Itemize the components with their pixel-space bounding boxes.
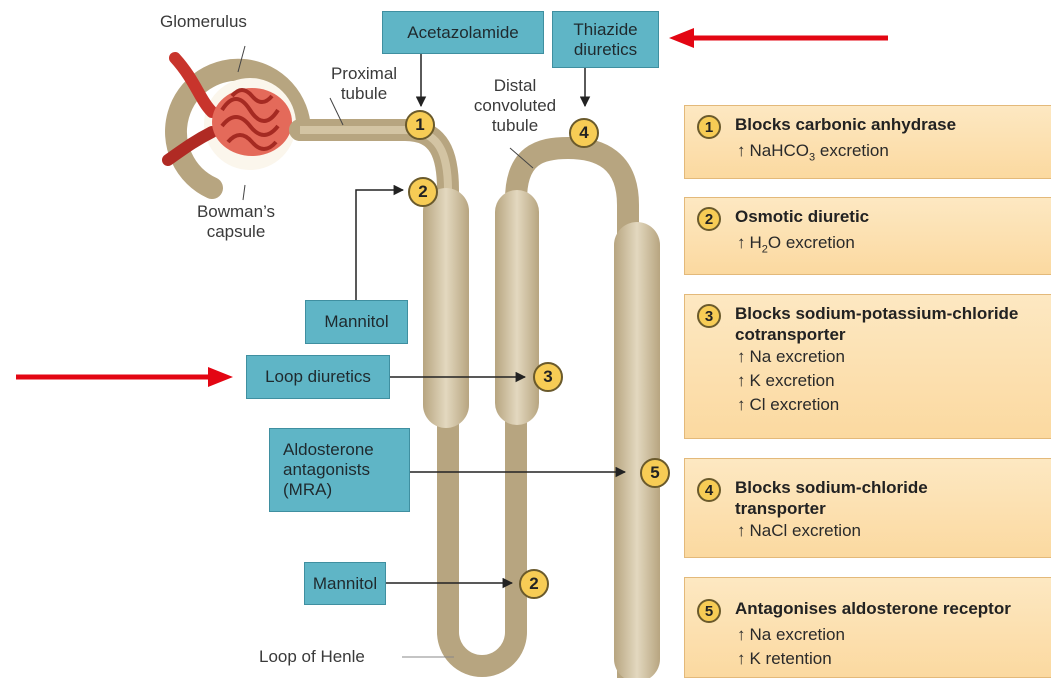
up-arrow-icon: ↑ <box>737 649 746 668</box>
site-badge-5: 5 <box>640 458 670 488</box>
mannitol-top-text: Mannitol <box>324 312 388 332</box>
mannitol-top-box: Mannitol <box>305 300 408 344</box>
up-arrow-icon: ↑ <box>737 347 746 366</box>
panel-1-title: Blocks carbonic anhydrase <box>735 114 956 135</box>
panel-5-effect-na: ↑Na excretion <box>737 623 1051 647</box>
mechanism-panel-5: 5 Antagonises aldosterone receptor ↑Na e… <box>684 577 1051 678</box>
panel-3-effect-k: ↑K excretion <box>737 369 1051 393</box>
panel-3-effect-na: ↑Na excretion <box>737 345 1051 369</box>
up-arrow-icon: ↑ <box>737 625 746 644</box>
site-badge-2-top: 2 <box>408 177 438 207</box>
loop-diuretics-text: Loop diuretics <box>265 367 371 387</box>
glomerulus-label: Glomerulus <box>160 12 247 32</box>
panel-2-title: Osmotic diuretic <box>735 206 869 227</box>
bowmans-capsule-label: Bowman’s capsule <box>188 202 284 242</box>
up-arrow-icon: ↑ <box>737 395 746 414</box>
mechanism-panel-2: 2 Osmotic diuretic ↑H2O excretion <box>684 197 1051 275</box>
panel-3-number: 3 <box>697 304 721 328</box>
thiazide-text: Thiazide diuretics <box>553 20 658 60</box>
mannitol-bottom-box: Mannitol <box>304 562 386 605</box>
panel-2-number: 2 <box>697 207 721 231</box>
panel-4-number: 4 <box>697 478 721 502</box>
site-badge-2-bottom: 2 <box>519 569 549 599</box>
loop-of-henle-label: Loop of Henle <box>259 647 365 667</box>
site-badge-1: 1 <box>405 110 435 140</box>
acetazolamide-box: Acetazolamide <box>382 11 544 54</box>
up-arrow-icon: ↑ <box>737 233 746 252</box>
thiazide-box: Thiazide diuretics <box>552 11 659 68</box>
panel-1-effect: ↑NaHCO3 excretion <box>737 139 1051 169</box>
distal-tubule-label: Distal convoluted tubule <box>459 76 571 136</box>
site-badge-3: 3 <box>533 362 563 392</box>
red-arrow-thiazide <box>669 28 888 48</box>
up-arrow-icon: ↑ <box>737 141 746 160</box>
panel-5-title: Antagonises aldosterone receptor <box>735 598 1011 619</box>
mra-box: Aldosterone antagonists (MRA) <box>269 428 410 512</box>
panel-2-effect: ↑H2O excretion <box>737 231 1051 261</box>
up-arrow-icon: ↑ <box>737 521 746 540</box>
collecting-duct-shape <box>614 205 660 678</box>
site-badge-4: 4 <box>569 118 599 148</box>
panel-3-effect-cl: ↑Cl excretion <box>737 393 1051 417</box>
up-arrow-icon: ↑ <box>737 371 746 390</box>
bowman-leader <box>243 185 245 200</box>
panel-4-effect: ↑NaCl excretion <box>737 519 1051 543</box>
mra-text: Aldosterone antagonists (MRA) <box>283 440 409 500</box>
loop-diuretics-box: Loop diuretics <box>246 355 390 399</box>
proximal-tubule-label: Proximal tubule <box>318 64 410 104</box>
panel-1-number: 1 <box>697 115 721 139</box>
red-arrow-loop <box>16 367 233 387</box>
mechanism-panel-1: 1 Blocks carbonic anhydrase ↑NaHCO3 excr… <box>684 105 1051 179</box>
mannitol-top-arrow <box>356 190 403 300</box>
acetazolamide-text: Acetazolamide <box>407 23 519 43</box>
panel-5-number: 5 <box>697 599 721 623</box>
panel-5-effect-k: ↑K retention <box>737 647 1051 671</box>
mannitol-bottom-text: Mannitol <box>313 574 377 594</box>
